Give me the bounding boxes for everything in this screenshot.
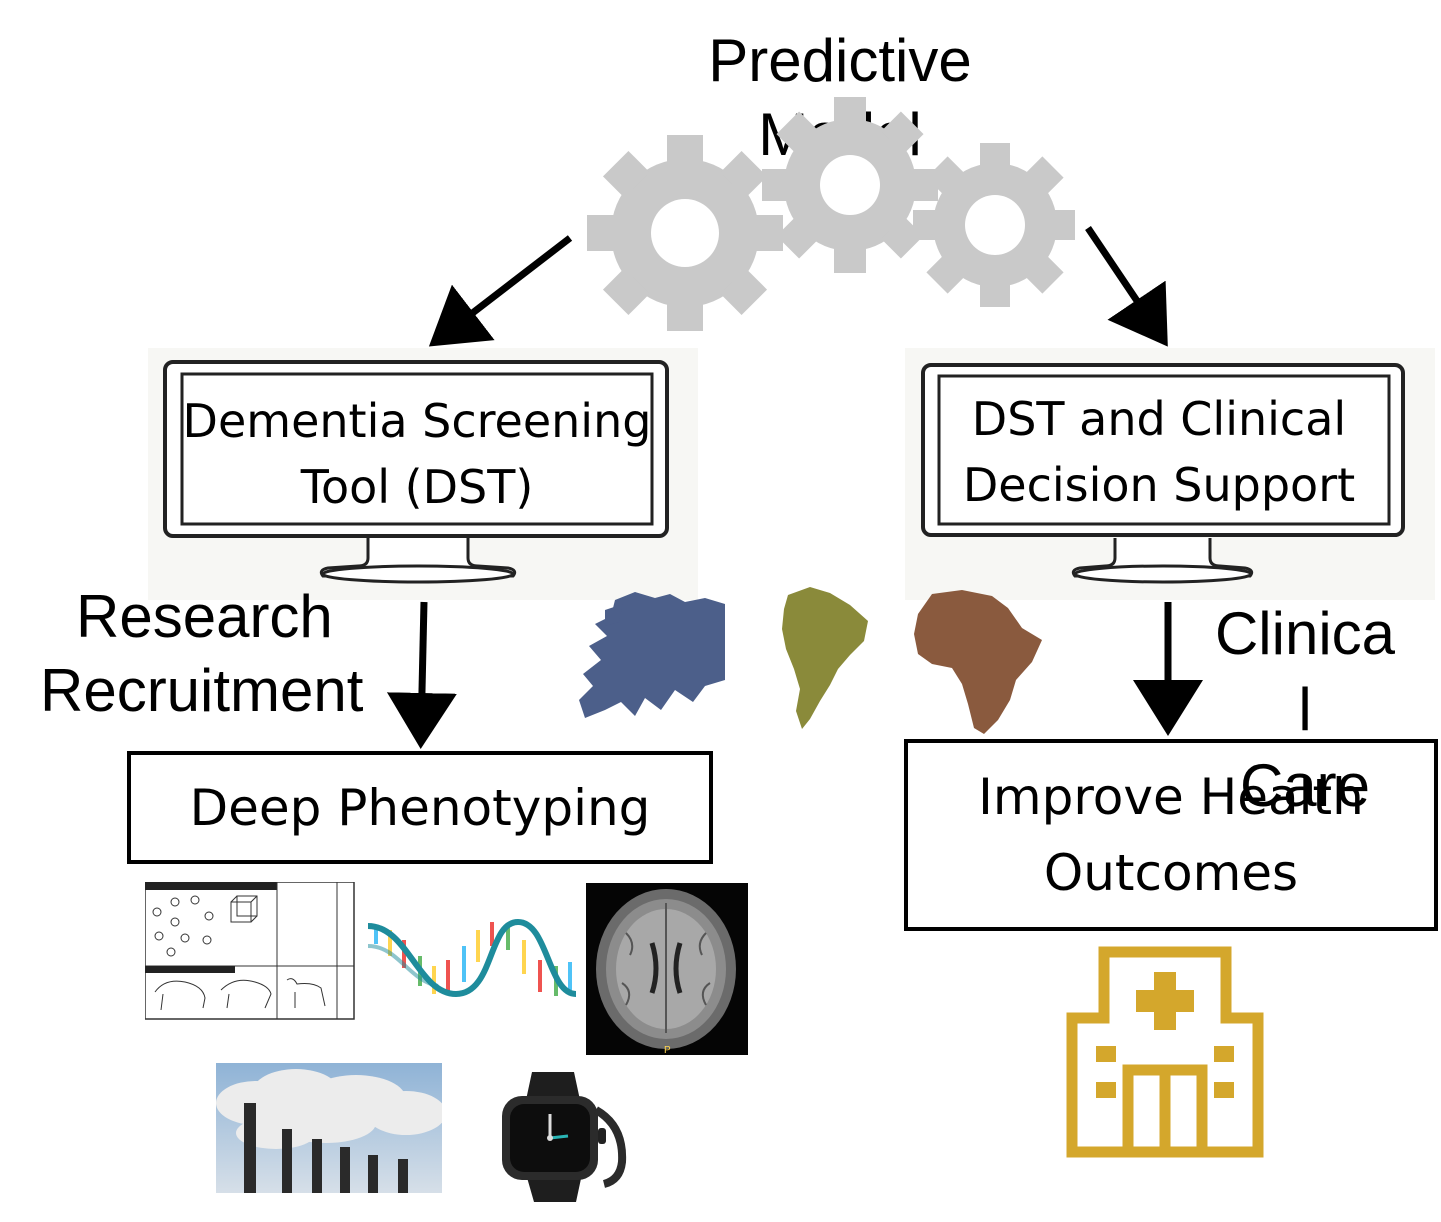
clinical-care-label: Clinica l Care [1205,596,1405,824]
right-monitor-label: DST and Clinical Decision Support [939,386,1379,518]
deep-phenotyping-label: Deep Phenotyping [189,778,651,837]
improve-line-1: Improve Health [978,768,1364,826]
gears-icon [587,97,1075,331]
arrow-to-right-monitor [1085,226,1168,347]
right-monitor-line-2: Decision Support [962,458,1356,512]
monitor-icon [163,360,669,584]
left-monitor-line-2: Tool (DST) [300,460,534,514]
south-america-map-icon [782,587,868,729]
improve-health-outcomes-box: Improve Health Outcomes [904,739,1438,931]
research-recruitment-label: Research Recruitment [40,580,400,728]
deep-phenotyping-box: Deep Phenotyping [127,751,713,864]
clinical-line-3: Care [1239,752,1371,819]
factory-smokestacks-icon [216,1063,442,1193]
research-line-1: Research [76,583,333,650]
brain-mri-icon: P [586,883,748,1055]
title-line-1: Predictive [708,27,972,94]
left-monitor-line-1: Dementia Screening [182,394,652,448]
improve-line-2: Outcomes [1043,844,1299,902]
africa-map-icon [914,590,1042,734]
right-monitor: DST and Clinical Decision Support [905,348,1435,600]
clinical-line-2: l [1298,676,1312,743]
left-monitor: Dementia Screening Tool (DST) [148,348,698,600]
dna-icon [368,918,576,998]
cognitive-test-icon [145,882,355,1020]
svg-text:P: P [664,1045,671,1055]
arrow-to-deep-phenotyping [386,601,457,749]
europe-map-icon [579,592,725,718]
right-monitor-line-1: DST and Clinical [971,392,1347,446]
improve-health-outcomes-label: Improve Health Outcomes [978,759,1364,911]
smartwatch-icon [502,1072,627,1202]
left-monitor-label: Dementia Screening Tool (DST) [182,388,652,520]
clinical-line-1: Clinica [1214,600,1396,667]
hospital-icon [1066,946,1264,1158]
arrow-to-left-monitor [428,235,573,347]
monitor-icon [921,363,1405,584]
research-line-2: Recruitment [40,657,364,724]
